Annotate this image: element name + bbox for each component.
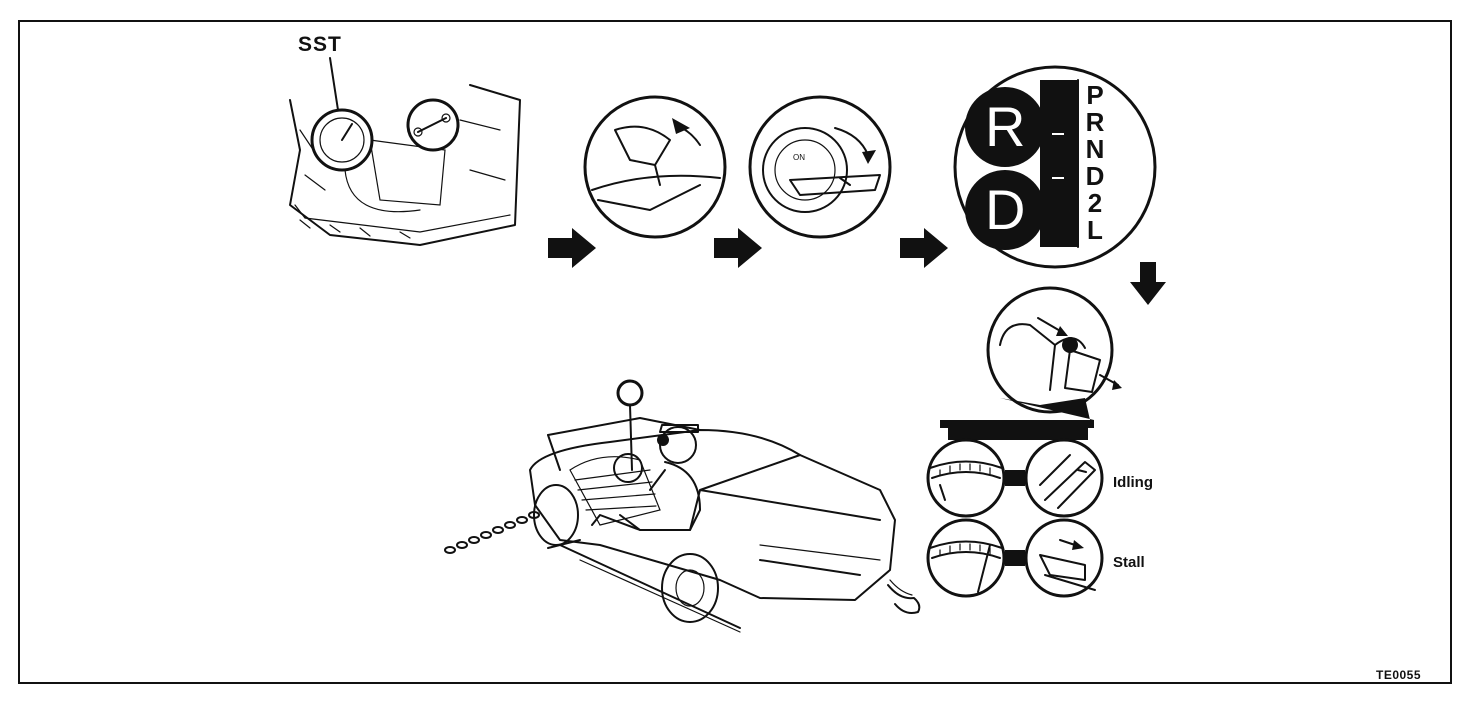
gate-position-p: P: [1086, 80, 1104, 110]
bracket-connector: [940, 398, 1094, 440]
gate-position-r: R: [1085, 107, 1105, 137]
engine-gauge-illustration: [289, 57, 521, 246]
shift-lever-illustration: [953, 65, 1157, 269]
stall-detail: [926, 518, 1104, 598]
gate-position-d: D: [1085, 161, 1105, 191]
stall-label: Stall: [1113, 554, 1145, 571]
gate-position-n: N: [1085, 134, 1105, 164]
svg-text:ON: ON: [793, 153, 805, 162]
ignition-key-illustration: ON: [748, 95, 892, 239]
diagram-frame: [18, 20, 1452, 684]
car-test-illustration: [444, 379, 921, 633]
figure-reference: TE0055: [1376, 668, 1422, 682]
gate-position-2: 2: [1087, 188, 1103, 218]
mechanic: [591, 424, 701, 531]
idling-detail: [926, 438, 1104, 518]
sst-label: SST: [298, 33, 342, 56]
pressure-gauge-icon: [616, 379, 644, 407]
arrow-down-icon: [1130, 262, 1166, 305]
brake-pedal-icon: [986, 286, 1114, 414]
arrow-right-icon: [548, 228, 596, 268]
shift-gate: P R N D 2 L: [1080, 82, 1110, 244]
car-icon: [529, 417, 921, 633]
arrow-right-icon: [714, 228, 762, 268]
gate-position-l: L: [1087, 215, 1103, 245]
shift-letter-r: R: [985, 95, 1026, 158]
pedal-illustration: [986, 286, 1122, 414]
arrow-right-icon: [900, 228, 948, 268]
ignition-key-icon: [748, 95, 892, 239]
idling-label: Idling: [1113, 474, 1153, 491]
chain-icon: [444, 511, 540, 554]
shift-letter-d: D: [985, 178, 1026, 241]
parking-brake-illustration: [583, 95, 727, 239]
